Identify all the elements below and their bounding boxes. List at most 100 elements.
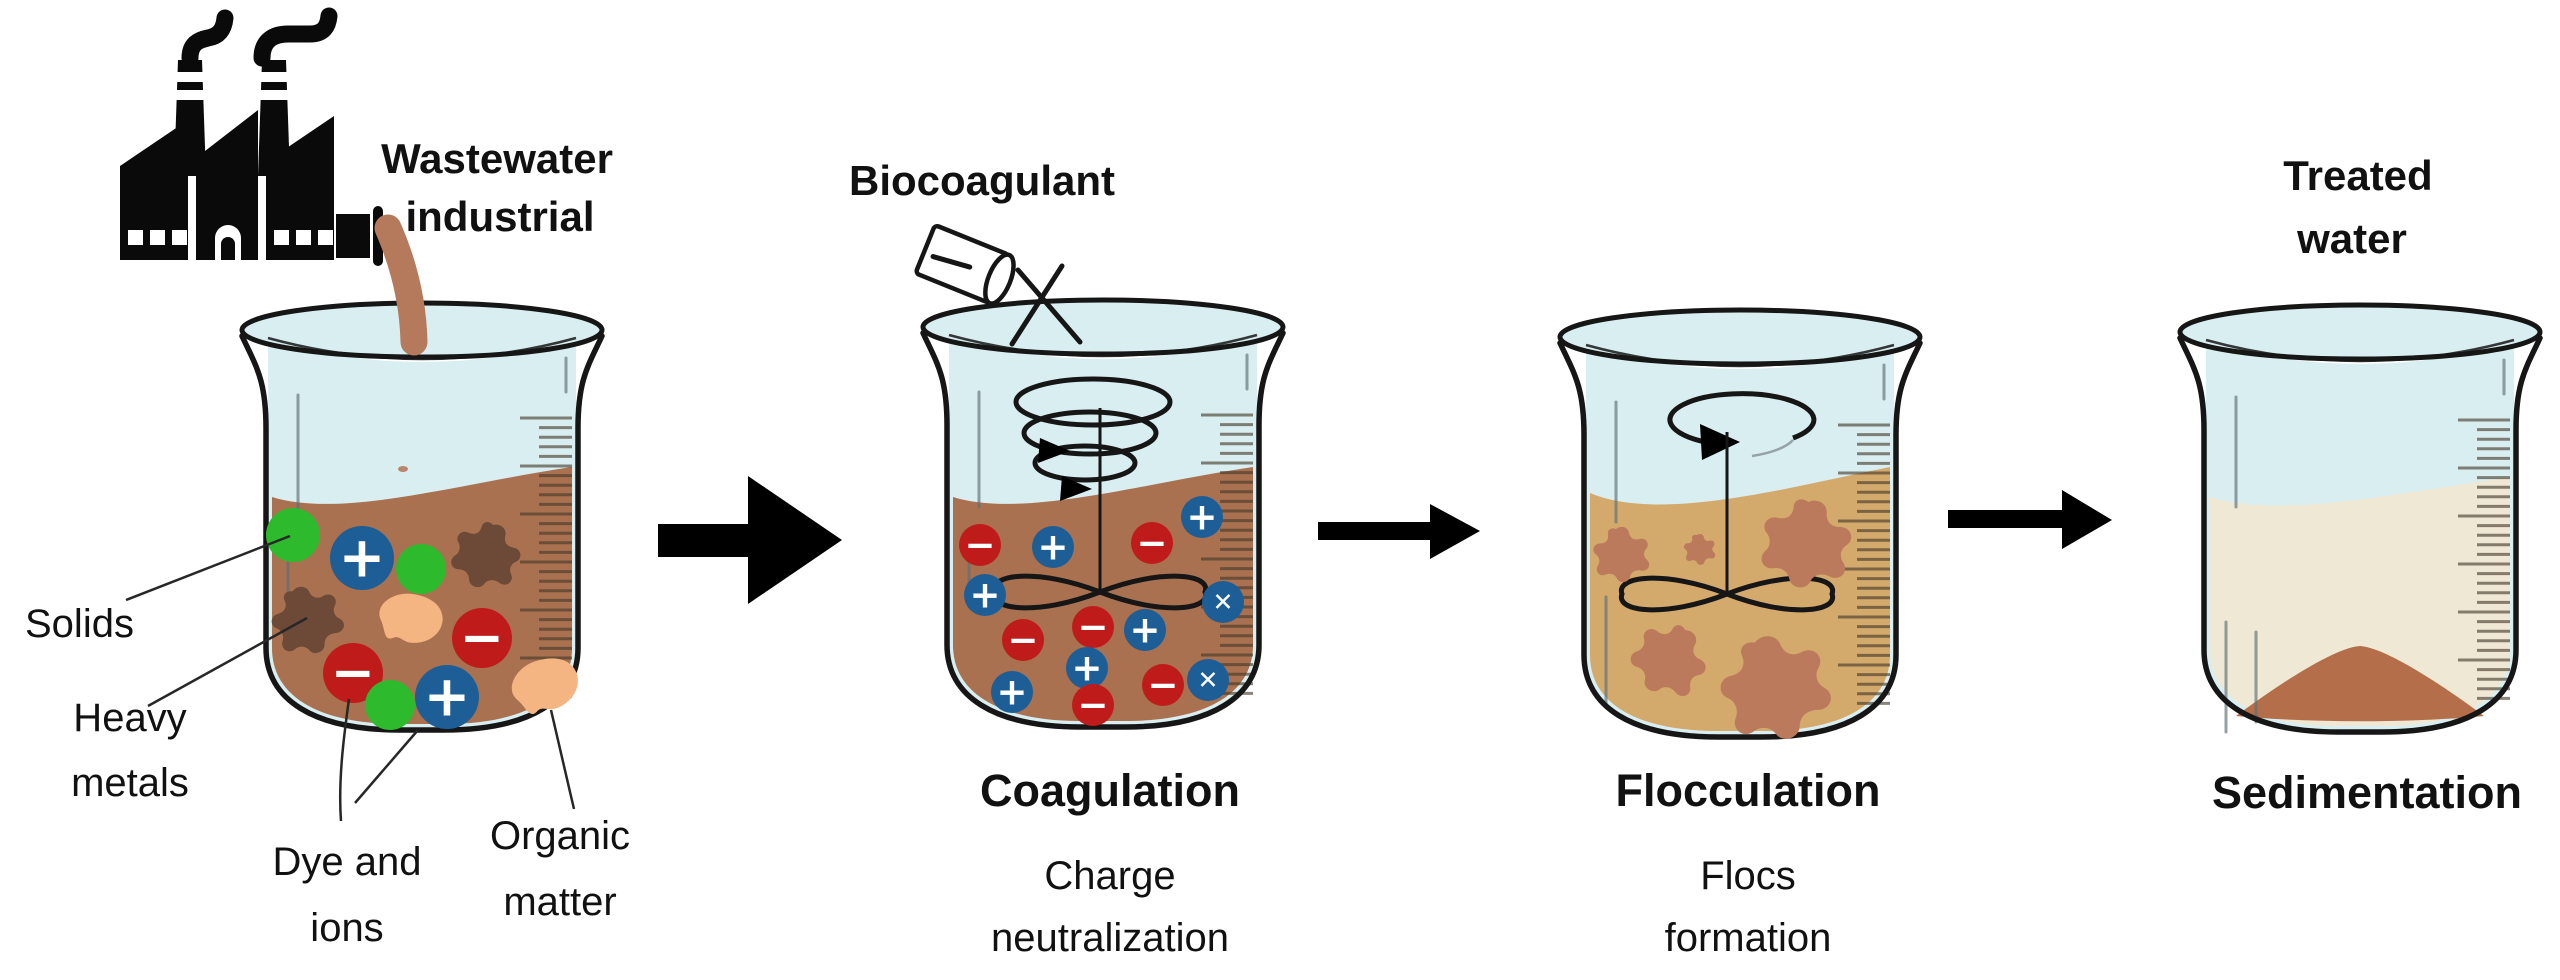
beaker2-particles: −+−++✕−+−+−✕+− bbox=[959, 496, 1244, 727]
plus-glyph: + bbox=[996, 671, 1027, 714]
plus-charge-particle bbox=[1032, 526, 1074, 568]
cross-glyph: ✕ bbox=[1198, 666, 1219, 695]
minus-charge-particle bbox=[452, 608, 512, 668]
graduation-marks bbox=[520, 416, 572, 698]
label-flocculation-sub2: formation bbox=[1664, 916, 1832, 960]
beaker3-flocs bbox=[1593, 499, 1852, 739]
label-sedimentation: Sedimentation bbox=[2211, 767, 2523, 818]
vortex-arrow bbox=[1013, 376, 1173, 501]
minus-glyph: − bbox=[964, 524, 995, 567]
factory-icon bbox=[120, 7, 383, 266]
floc-particle bbox=[1761, 499, 1852, 588]
label-treated-line1: Treated bbox=[2283, 152, 2433, 199]
minus-charge-particle bbox=[1072, 684, 1114, 726]
plus-charge-particle bbox=[1124, 609, 1166, 651]
factory-building bbox=[120, 120, 188, 260]
plus-charge-particle bbox=[991, 671, 1033, 713]
graduation-marks bbox=[2458, 418, 2510, 700]
process-arrow-2 bbox=[1318, 504, 1480, 559]
process-arrow-3 bbox=[1948, 490, 2112, 549]
clarified-water bbox=[2210, 477, 2510, 726]
biocoagulant-cup-icon bbox=[914, 223, 1016, 306]
plus-glyph: + bbox=[424, 665, 471, 730]
label-organic-line1: Organic bbox=[489, 814, 631, 858]
process-arrow-1 bbox=[658, 476, 842, 604]
pipe-icon bbox=[336, 214, 370, 258]
plus-charge-particle bbox=[1181, 496, 1223, 538]
label-solids: Solids bbox=[25, 602, 134, 646]
label-line-heavy bbox=[147, 616, 308, 708]
sediment-pile bbox=[2236, 646, 2484, 722]
label-heavy-line1: Heavy bbox=[73, 696, 187, 740]
graduation-marks bbox=[1201, 413, 1253, 695]
beaker-sedimentation bbox=[2180, 305, 2540, 732]
cross-charge-particle bbox=[1187, 659, 1229, 701]
label-line-dye-a bbox=[338, 698, 351, 822]
plus-charge-particle bbox=[1066, 647, 1108, 689]
plus-glyph: + bbox=[1129, 609, 1160, 652]
floc-particle bbox=[1720, 636, 1831, 739]
factory-building bbox=[266, 116, 334, 260]
plus-glyph: + bbox=[1186, 496, 1217, 539]
label-line-organic bbox=[549, 709, 576, 810]
stirrer-propeller bbox=[991, 573, 1209, 611]
floc-particle bbox=[1683, 533, 1716, 565]
minus-charge-particle bbox=[1072, 606, 1114, 648]
heavy-metal-particle bbox=[365, 680, 415, 730]
floc-particle bbox=[1630, 625, 1706, 697]
label-line-dye-b bbox=[354, 729, 419, 804]
label-dye-line2: ions bbox=[310, 906, 384, 950]
label-wastewater-line1: Wastewater bbox=[381, 135, 613, 182]
label-coagulation-sub2: neutralization bbox=[991, 916, 1229, 960]
cross-glyph: ✕ bbox=[1213, 588, 1234, 617]
label-coagulation-sub1: Charge bbox=[1044, 854, 1176, 898]
plus-charge-particle bbox=[415, 665, 479, 729]
minus-glyph: − bbox=[1147, 664, 1178, 707]
plus-charge-particle bbox=[330, 526, 394, 590]
splash-dot bbox=[398, 466, 408, 472]
factory-building bbox=[196, 110, 258, 260]
minus-glyph: − bbox=[460, 608, 504, 669]
cross-charge-particle bbox=[1202, 581, 1244, 623]
label-heavy-line2: metals bbox=[71, 761, 189, 805]
rotation-arrow bbox=[1667, 391, 1817, 460]
label-organic-line2: matter bbox=[503, 880, 617, 924]
beaker1-particles: +−−+ bbox=[266, 508, 578, 730]
pour-stream-line bbox=[1009, 263, 1065, 347]
minus-glyph: − bbox=[1077, 606, 1108, 649]
label-line-solids bbox=[125, 534, 291, 602]
plus-glyph: + bbox=[1037, 526, 1068, 569]
smoke-icon bbox=[253, 7, 338, 67]
minus-glyph: − bbox=[1007, 619, 1038, 662]
solid-particle bbox=[451, 522, 521, 588]
minus-charge-particle bbox=[959, 524, 1001, 566]
label-wastewater-line2: industrial bbox=[405, 193, 595, 240]
minus-charge-particle bbox=[1142, 664, 1184, 706]
minus-charge-particle bbox=[323, 643, 383, 703]
pour-stream-line bbox=[1015, 267, 1083, 345]
plus-glyph: + bbox=[339, 526, 386, 591]
minus-glyph: − bbox=[331, 643, 375, 704]
floc-particle bbox=[1593, 526, 1650, 583]
label-flocculation-sub1: Flocs bbox=[1700, 854, 1796, 898]
plus-glyph: + bbox=[969, 574, 1000, 617]
minus-glyph: − bbox=[1136, 522, 1167, 565]
minus-charge-particle bbox=[1131, 522, 1173, 564]
heavy-metal-particle bbox=[266, 508, 320, 562]
chimney-icon bbox=[258, 60, 290, 176]
label-coagulation: Coagulation bbox=[980, 765, 1240, 816]
label-flocculation: Flocculation bbox=[1615, 765, 1881, 816]
organic-matter-particle bbox=[511, 658, 578, 714]
label-dye-line1: Dye and bbox=[272, 840, 422, 884]
organic-matter-particle bbox=[379, 593, 443, 643]
minus-glyph: − bbox=[1077, 684, 1108, 727]
smoke-icon bbox=[181, 9, 234, 67]
wastewater-stream bbox=[374, 214, 428, 356]
label-treated-line2: water bbox=[2297, 215, 2407, 262]
stirrer-propeller bbox=[1618, 575, 1836, 613]
label-biocoagulant: Biocoagulant bbox=[848, 157, 1116, 204]
minus-charge-particle bbox=[1002, 619, 1044, 661]
heavy-metal-particle bbox=[396, 544, 446, 594]
plus-charge-particle bbox=[964, 574, 1006, 616]
